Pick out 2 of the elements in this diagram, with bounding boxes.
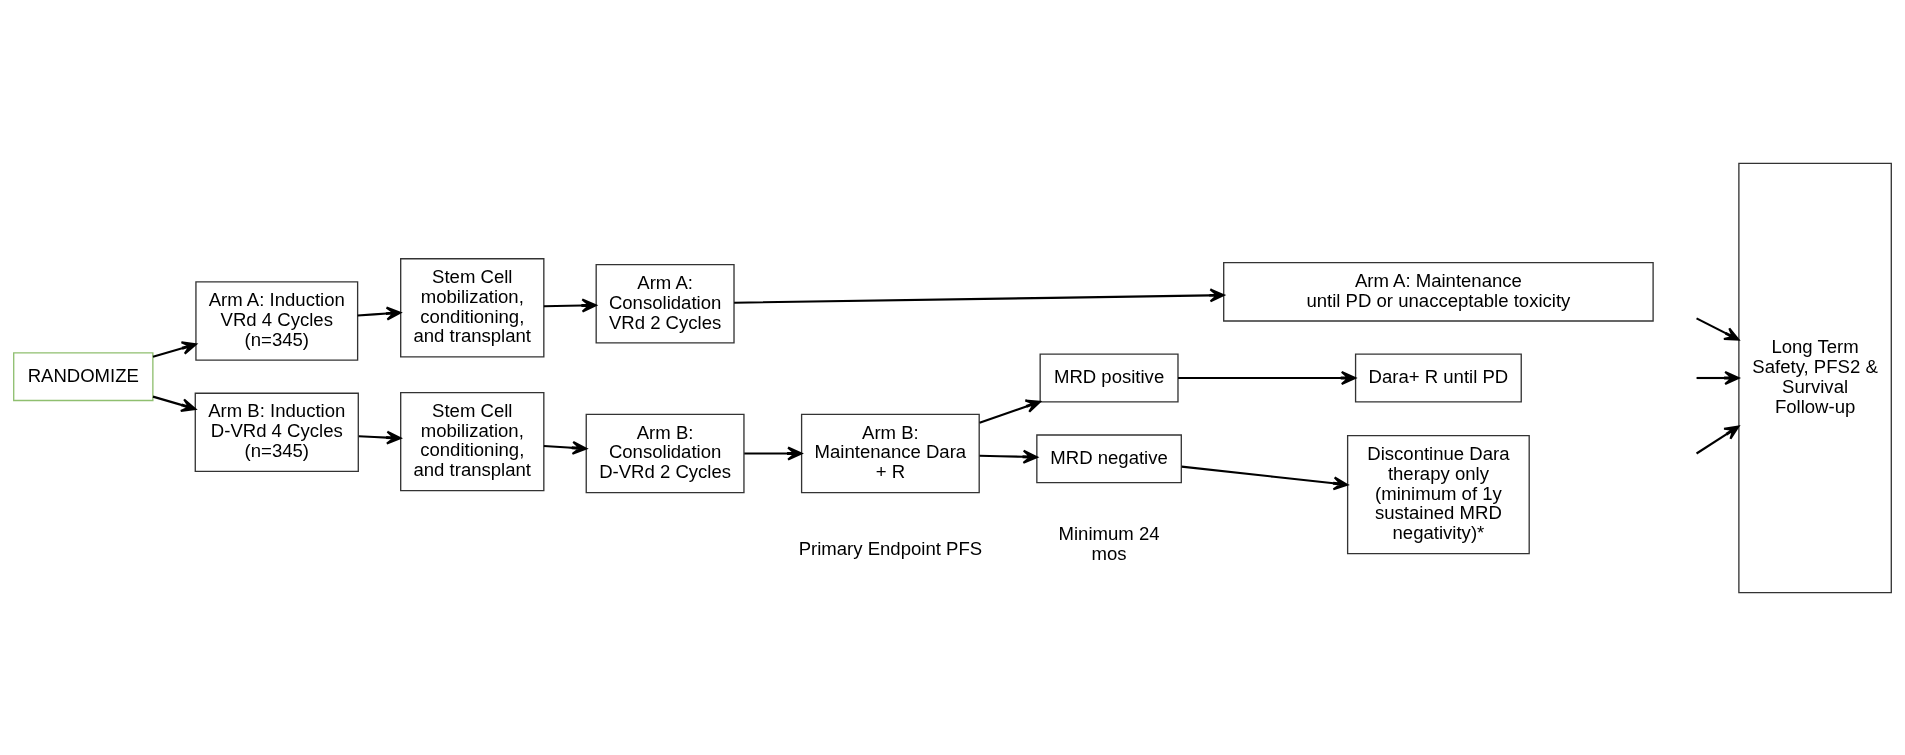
label: Primary Endpoint PFS [798,537,983,559]
label: Minimum 24 mos [1058,522,1160,564]
